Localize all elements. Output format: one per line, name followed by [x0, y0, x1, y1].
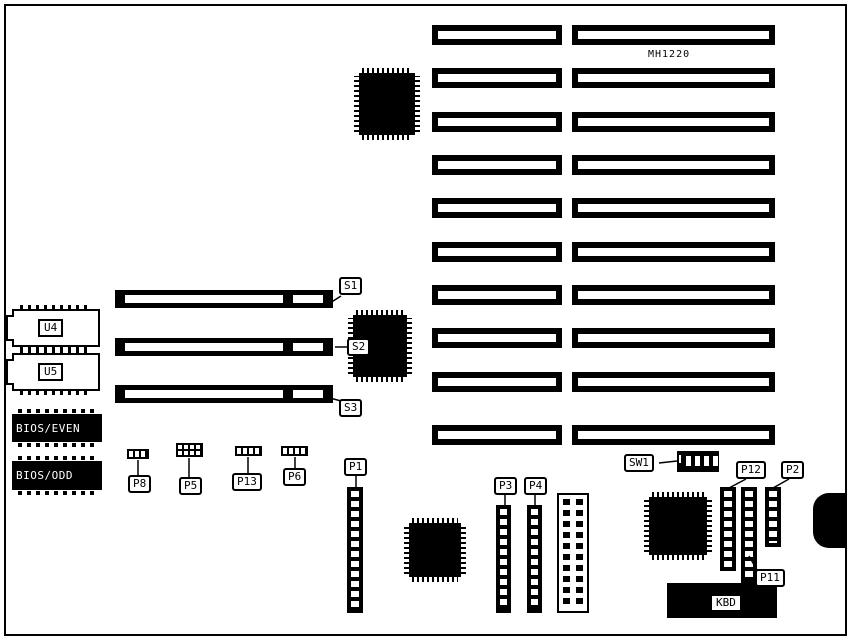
connector-p5	[176, 443, 203, 457]
qfp-chip	[354, 68, 420, 140]
callout-p4: P4	[524, 477, 548, 495]
connector-p12	[720, 487, 736, 571]
callout-sw1: SW1	[624, 454, 654, 472]
expansion-slot	[572, 155, 775, 175]
callout-p6: P6	[283, 468, 307, 486]
expansion-slot	[572, 425, 775, 445]
expansion-slot	[432, 285, 562, 305]
dual-row-header	[557, 493, 589, 613]
bios-even-rom: BIOS/EVEN	[12, 409, 102, 447]
expansion-slot	[572, 25, 775, 45]
callout-s3: S3	[339, 399, 363, 417]
expansion-slot	[432, 68, 562, 88]
expansion-slot	[432, 25, 562, 45]
expansion-slot	[432, 328, 562, 348]
din-connector	[813, 493, 846, 548]
callout-s1: S1	[339, 277, 363, 295]
connector-p2	[765, 487, 781, 547]
connector-p4	[527, 505, 542, 613]
connector-p3	[496, 505, 511, 613]
slot-s2	[115, 338, 333, 356]
chip-label-u5: U5	[38, 363, 64, 381]
callout-p5: P5	[179, 477, 203, 495]
expansion-slot	[572, 198, 775, 218]
connector-p8	[127, 449, 149, 459]
qfp-chip	[644, 492, 712, 560]
connector-p11	[741, 487, 757, 583]
callout-p12: P12	[736, 461, 766, 479]
callout-p8: P8	[128, 475, 152, 493]
expansion-slot	[572, 68, 775, 88]
callout-p2: P2	[781, 461, 805, 479]
chip-label-u4: U4	[38, 319, 64, 337]
qfp-chip	[404, 518, 466, 582]
socket-lever	[6, 315, 14, 341]
bios-odd-rom: BIOS/ODD	[12, 456, 102, 495]
expansion-slot	[572, 285, 775, 305]
expansion-slot	[432, 372, 562, 392]
slot-s1	[115, 290, 333, 308]
expansion-slot	[432, 242, 562, 262]
dip-switch-sw1	[677, 451, 719, 472]
socket-lever	[6, 359, 14, 385]
callout-s2: S2	[347, 338, 371, 356]
expansion-slot	[572, 372, 775, 392]
callout-p11: P11	[755, 569, 785, 587]
expansion-slot	[572, 242, 775, 262]
expansion-slot	[432, 198, 562, 218]
expansion-slot	[572, 112, 775, 132]
expansion-slot	[432, 425, 562, 445]
expansion-slot	[432, 112, 562, 132]
expansion-slot	[572, 328, 775, 348]
callout-p1: P1	[344, 458, 368, 476]
connector-p1	[347, 487, 363, 613]
slot-s3	[115, 385, 333, 403]
connector-p6	[281, 446, 308, 456]
board-outline	[4, 4, 847, 636]
expansion-slot	[432, 155, 562, 175]
board-model-label: MH1220	[648, 49, 691, 60]
kbd-label: KBD	[710, 594, 742, 612]
callout-p13: P13	[232, 473, 262, 491]
callout-p3: P3	[494, 477, 518, 495]
connector-p13	[235, 446, 262, 456]
